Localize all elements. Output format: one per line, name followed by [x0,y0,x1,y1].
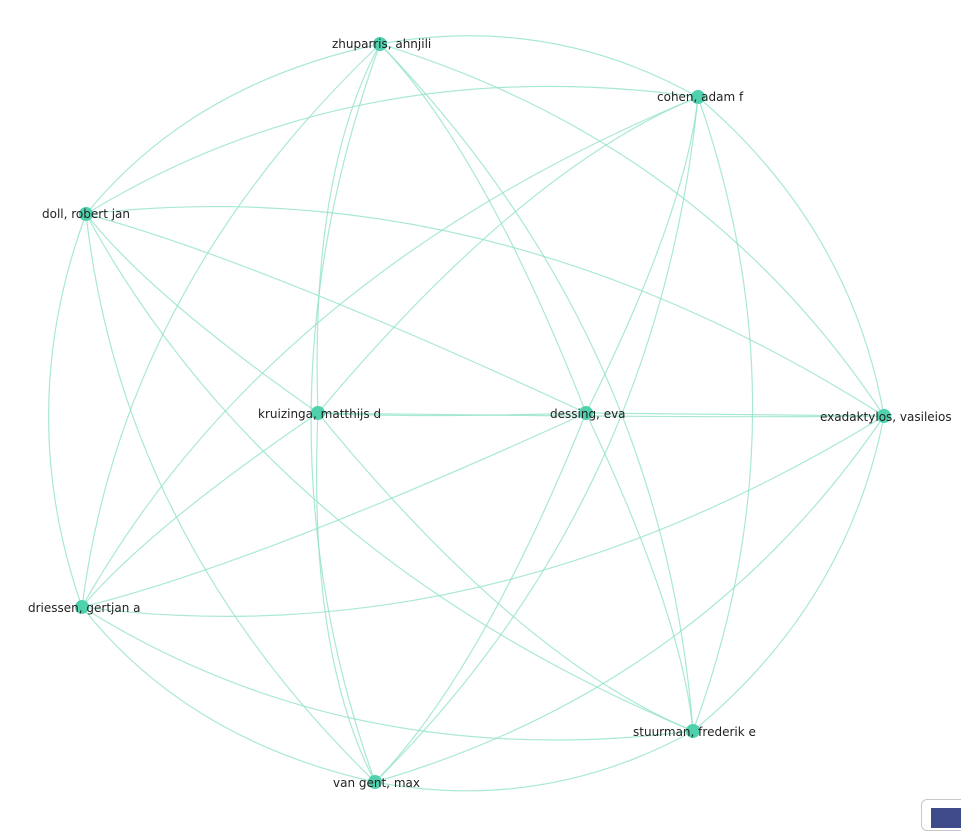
graph-edges [48,35,885,792]
edge-cohen-doll [85,85,699,215]
edge-cohen-driessen [81,96,699,608]
edge-kruizinga-dessing [317,412,587,417]
node-label: zhuparris, ahnjili [332,37,431,51]
edge-cohen-dessing [585,96,699,414]
edge-driessen-vangent [81,606,376,783]
edge-kruizinga-driessen [81,412,319,608]
node-label: doll, robert jan [42,207,130,221]
edge-cohen-vangent [374,96,699,783]
edge-zhuparris-doll [85,43,381,215]
edge-doll-exadaktylos [85,205,885,417]
edge-zhuparris-kruizinga [316,43,381,414]
edge-zhuparris-cohen [379,35,699,98]
node-label: stuurman, frederik e [633,725,756,739]
edge-doll-driessen [48,213,87,608]
node-kruizinga[interactable]: kruizinga, matthijs d [258,406,381,421]
edge-doll-stuurman [85,213,694,732]
node-zhuparris[interactable]: zhuparris, ahnjili [332,37,431,51]
edge-kruizinga-stuurman [317,412,694,732]
edge-dessing-driessen [81,412,587,608]
edge-exadaktylos-stuurman [692,415,885,732]
node-label: kruizinga, matthijs d [258,407,381,421]
edge-zhuparris-exadaktylos [379,43,885,417]
edge-kruizinga-vangent [316,412,376,783]
node-dot[interactable] [877,409,891,423]
node-doll[interactable]: doll, robert jan [42,207,130,221]
edge-dessing-exadaktylos [585,412,885,417]
edge-cohen-kruizinga [317,96,699,414]
collapsed-panel-button[interactable] [921,799,961,831]
node-label: dessing, eva [550,407,626,421]
node-dot[interactable] [368,775,382,789]
node-dot[interactable] [373,37,387,51]
edge-zhuparris-vangent [310,43,381,783]
node-dot[interactable] [579,406,593,420]
edge-cohen-exadaktylos [697,96,885,417]
edge-zhuparris-dessing [379,43,587,414]
node-label: driessen, gertjan a [28,601,141,615]
node-vangent[interactable]: van gent, max [333,775,420,790]
edge-stuurman-vangent [374,730,694,792]
edge-driessen-stuurman [81,606,694,741]
node-dot[interactable] [75,600,89,614]
edge-doll-dessing [85,213,587,414]
edge-zhuparris-driessen [81,43,381,608]
node-dot[interactable] [79,207,93,221]
node-dot[interactable] [311,406,325,420]
node-exadaktylos[interactable]: exadaktylos, vasileios [820,409,952,424]
edge-dessing-stuurman [585,412,694,732]
node-dot[interactable] [686,724,700,738]
edge-doll-kruizinga [85,213,319,414]
edge-doll-vangent [85,213,376,783]
node-driessen[interactable]: driessen, gertjan a [28,600,141,615]
node-label: exadaktylos, vasileios [820,410,952,424]
edge-zhuparris-stuurman [379,43,694,732]
graph-nodes: zhuparris, ahnjili cohen, adam f doll, rob… [28,37,952,790]
edge-kruizinga-exadaktylos [317,412,885,418]
node-dessing[interactable]: dessing, eva [550,406,626,421]
node-dot[interactable] [691,90,705,104]
node-label: van gent, max [333,776,420,790]
node-label: cohen, adam f [657,90,744,104]
edge-exadaktylos-driessen [81,415,885,617]
edge-dessing-vangent [374,412,587,783]
node-cohen[interactable]: cohen, adam f [657,90,744,104]
collapsed-panel-icon [931,808,961,828]
node-stuurman[interactable]: stuurman, frederik e [633,724,756,739]
edge-exadaktylos-vangent [374,415,885,783]
